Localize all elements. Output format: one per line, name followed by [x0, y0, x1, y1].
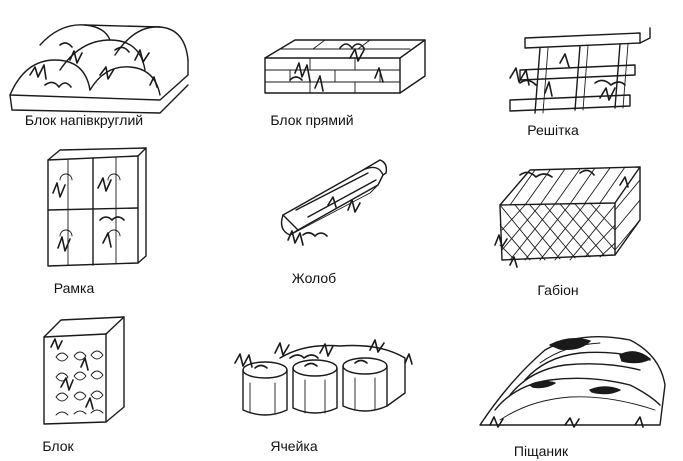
- cellular-block-illustration: [43, 316, 125, 425]
- cellular-block-label: Блок: [42, 438, 74, 454]
- frame-label: Рамка: [53, 280, 95, 296]
- lattice-illustration: [509, 27, 651, 114]
- cell-label: Ячейка: [270, 438, 318, 454]
- gutter-illustration: [280, 159, 388, 246]
- gabion-label: Габіон: [537, 282, 579, 298]
- semicircular-block-label: Блок напівкруглий: [24, 112, 144, 128]
- frame-illustration: [47, 147, 147, 267]
- cell-illustration: [234, 339, 413, 416]
- straight-block-label: Блок прямий: [270, 112, 354, 128]
- gutter-label: Жолоб: [291, 270, 337, 286]
- sandstone-illustration: [479, 336, 666, 428]
- straight-block-illustration: [264, 39, 426, 94]
- semicircular-block-illustration: [9, 24, 189, 114]
- sandstone-label: Піщаник: [513, 443, 569, 459]
- lattice-label: Решітка: [527, 122, 579, 138]
- gabion-illustration: [494, 166, 641, 268]
